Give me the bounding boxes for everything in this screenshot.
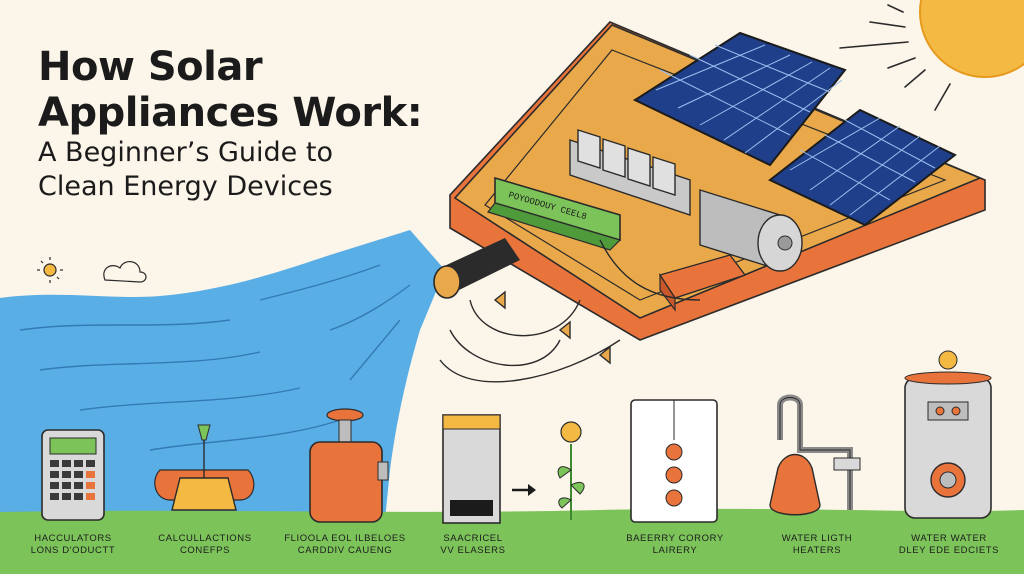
- appliance-caption: SAACRICEL VV ELASERS: [440, 533, 506, 556]
- inverter-icon: [699, 189, 803, 272]
- title-line-1: How Solar: [38, 44, 263, 90]
- battery-cell: [486, 176, 622, 251]
- appliance-caption: WATER WATER DLEY EDE EDCIETS: [898, 533, 1000, 556]
- solar-panel-right: [768, 108, 957, 227]
- sun-icon: [839, 0, 1024, 111]
- appliance-caption: WATER LIGTH HEATERS: [781, 533, 853, 556]
- appliance-caption: BAEERRY CORORY LAIRERY: [626, 533, 724, 556]
- fridge-icon: [630, 399, 718, 523]
- appliance-caption: FLIOOLA EOL ILBELOES CARDDIV CAUENG: [284, 533, 406, 556]
- outlet-block: [658, 254, 747, 312]
- lantern-icon: [154, 424, 255, 511]
- water-heater-icon: [904, 350, 992, 519]
- calculator-icon: [41, 429, 105, 521]
- grass-ground: [0, 508, 1024, 574]
- wires: [439, 239, 701, 383]
- charge-controller: [569, 129, 691, 216]
- output-pipe: [433, 238, 520, 299]
- flower-icon: [557, 421, 585, 520]
- water-heater-tap-icon: [769, 394, 861, 516]
- battery-pack-icon: [442, 414, 536, 524]
- title-line-3: A Beginner’s Guide to: [38, 137, 333, 168]
- solar-pump-icon: [309, 408, 389, 523]
- appliance-caption: HACCULATORS LONS D'ODUCTT: [30, 533, 116, 556]
- cloud-icon: [103, 261, 147, 283]
- page-title: How Solar Appliances Work: A Beginner’s …: [38, 44, 423, 204]
- title-line-4: Clean Energy Devices: [38, 171, 333, 202]
- appliance-caption: CALCULLACTIONS CONEFPS: [158, 533, 252, 556]
- title-line-2: Appliances Work:: [38, 90, 423, 136]
- solar-panel-left: [632, 31, 847, 167]
- small-sun-icon: [37, 257, 63, 283]
